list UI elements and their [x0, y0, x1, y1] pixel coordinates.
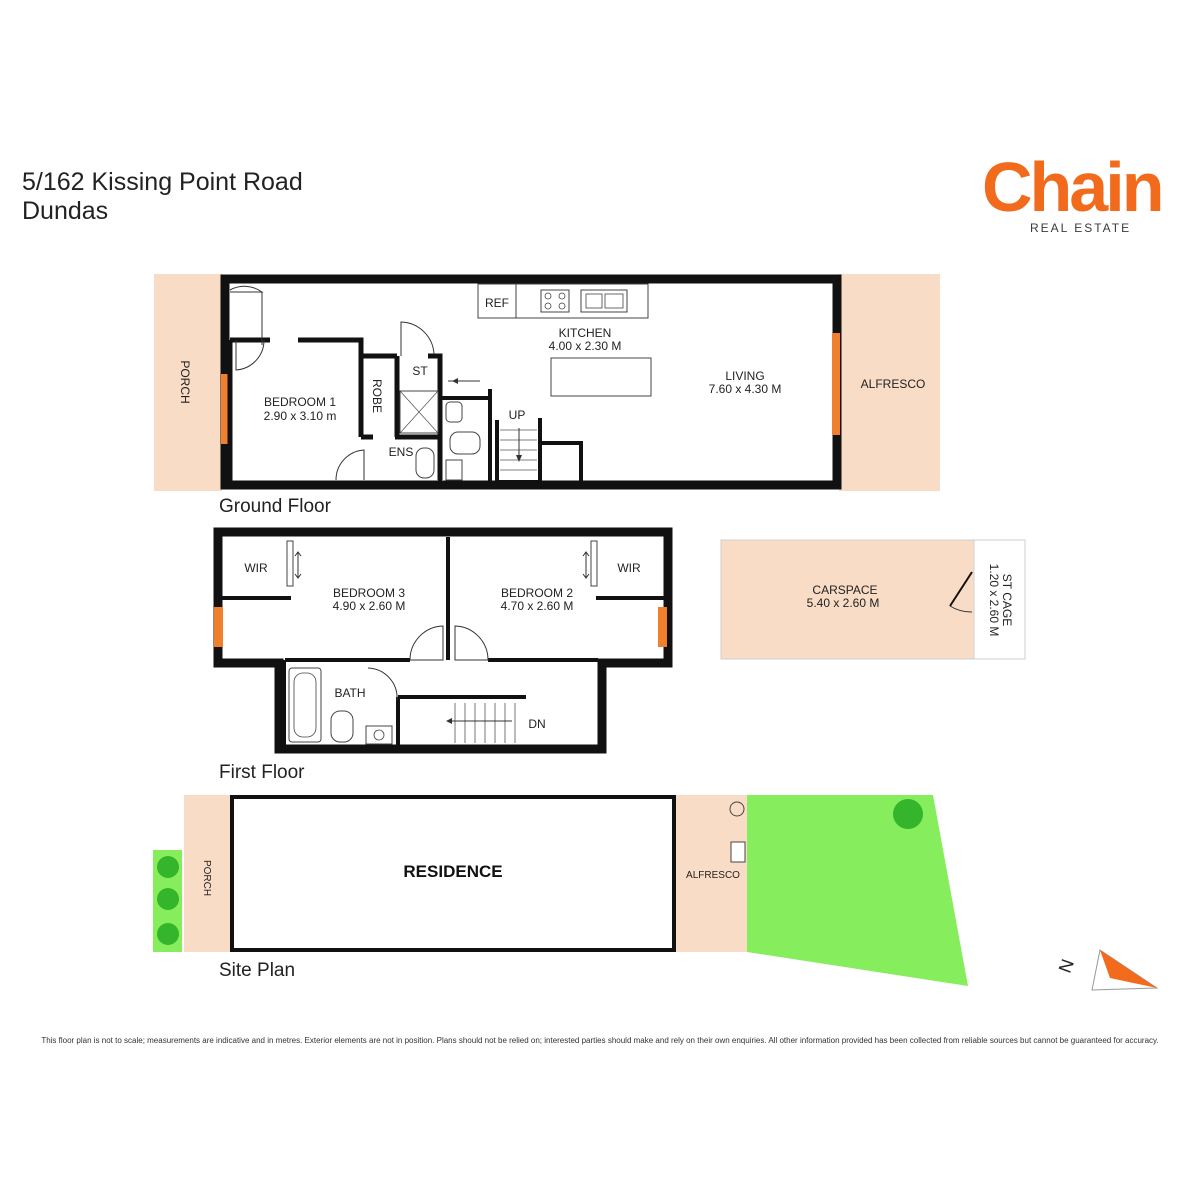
chain-logo: Chain REAL ESTATE: [982, 148, 1164, 235]
bathtub: [288, 667, 322, 743]
storage-label: ST: [412, 364, 428, 378]
bedroom1-door: [235, 339, 265, 371]
bedroom3-label: BEDROOM 3: [333, 586, 405, 600]
kitchen-sink: [580, 289, 628, 313]
ensuite-door: [335, 449, 365, 481]
front-shrub-2: [157, 888, 179, 910]
powder-toilet: [449, 431, 481, 455]
carspace-size: 5.40 x 2.60 M: [807, 596, 880, 610]
bath-basin: [365, 725, 393, 745]
first-floor-title: First Floor: [219, 762, 305, 783]
bath-label: BATH: [334, 686, 365, 700]
ground-floor-title: Ground Floor: [219, 496, 332, 517]
wir-right-door: [590, 540, 598, 587]
entry-door-swing: [229, 285, 264, 293]
powder-basin: [445, 459, 463, 481]
bath-door: [367, 667, 398, 701]
residence-label: RESIDENCE: [403, 862, 502, 881]
rainwater-tank: [729, 801, 745, 817]
compass-needle: [1100, 950, 1157, 988]
ensuite-label: ENS: [389, 445, 414, 459]
ensuite-toilet: [415, 447, 435, 479]
kitchen-island: [550, 357, 652, 397]
site-alfresco-label: ALFRESCO: [686, 870, 740, 881]
alfresco-area: [839, 274, 940, 491]
stairs-down-label: DN: [528, 717, 545, 731]
brand-name: Chain: [982, 148, 1161, 226]
storage-door: [400, 321, 435, 356]
residence-footprint: [230, 795, 676, 952]
porch-window: [221, 374, 230, 444]
site-porch-area: [184, 795, 234, 952]
ground-floor-plan: PORCH ALFRESCO BEDROOM 1 2.90 x 3.10 m R…: [154, 274, 940, 517]
carspace-plan: CARSPACE 5.40 x 2.60 M ST CAGE 1.20 x 2.…: [720, 539, 1026, 660]
bedroom1-size: 2.90 x 3.10 m: [264, 409, 337, 423]
bedroom3-size: 4.90 x 2.60 M: [333, 599, 406, 613]
porch-area: [154, 274, 222, 491]
bedroom2-size: 4.70 x 2.60 M: [501, 599, 574, 613]
fridge-label: REF: [485, 296, 509, 310]
ground-floor-outer-wall: [220, 274, 842, 490]
alfresco-window: [832, 333, 840, 435]
bedroom1-label: BEDROOM 1: [264, 395, 336, 409]
robe-label: ROBE: [370, 379, 384, 413]
site-alfresco-area: [676, 795, 747, 952]
bedroom3-window: [214, 607, 223, 647]
wir-left-door: [286, 540, 294, 587]
first-stair-treads: [454, 703, 516, 743]
site-plan: RESIDENCE PORCH ALFRESCO Site Plan: [153, 795, 968, 986]
address-line-1: 5/162 Kissing Point Road: [22, 168, 303, 196]
bath-toilet: [330, 710, 354, 743]
site-porch-label: PORCH: [201, 860, 212, 896]
ground-porch-label: PORCH: [178, 360, 192, 403]
living-label: LIVING: [725, 369, 764, 383]
address-line-2: Dundas: [22, 197, 108, 225]
ground-alfresco-label: ALFRESCO: [861, 377, 926, 391]
bedroom2-window: [658, 607, 667, 647]
bedroom3-door: [409, 625, 444, 661]
bedroom1-walls: [230, 337, 443, 480]
bedroom2-label: BEDROOM 2: [501, 586, 573, 600]
ensuite-basin: [445, 401, 463, 423]
lawn-area: [747, 795, 968, 986]
front-shrub-3: [157, 923, 179, 945]
ac-unit: [730, 841, 746, 863]
shower-tray: [399, 390, 439, 434]
site-plan-title: Site Plan: [219, 960, 295, 981]
cage-door-leaf: [949, 571, 973, 607]
back-tree: [893, 799, 923, 829]
kitchen-label: KITCHEN: [559, 326, 612, 340]
kitchen-size: 4.00 x 2.30 M: [549, 339, 622, 353]
wir-right-label: WIR: [617, 561, 641, 575]
bedroom2-door: [454, 625, 489, 661]
disclaimer: This floor plan is not to scale; measure…: [41, 1036, 1159, 1045]
front-shrub-1: [157, 856, 179, 878]
living-size: 7.60 x 4.30 M: [709, 382, 782, 396]
storage-cage-size: 1.20 x 2.60 M: [987, 564, 1001, 637]
north-compass: N: [1055, 949, 1159, 991]
ground-stair-walls: [488, 389, 583, 484]
carspace-label: CARSPACE: [812, 583, 877, 597]
cooktop: [540, 289, 570, 313]
storage-cage-label: ST CAGE: [1000, 574, 1014, 626]
compass-north-label: N: [1055, 956, 1078, 975]
first-floor-internal-walls: [222, 537, 664, 745]
first-floor-plan: WIR WIR BEDROOM 3 4.90 x 2.60 M BEDROOM …: [213, 527, 673, 783]
carspace-area: [720, 539, 975, 660]
wir-left-label: WIR: [244, 561, 268, 575]
cage-door-swing: [949, 605, 973, 613]
stairs-up-label: UP: [509, 408, 526, 422]
brand-tagline: REAL ESTATE: [1030, 221, 1131, 235]
storage-cage-area: [973, 539, 1026, 660]
